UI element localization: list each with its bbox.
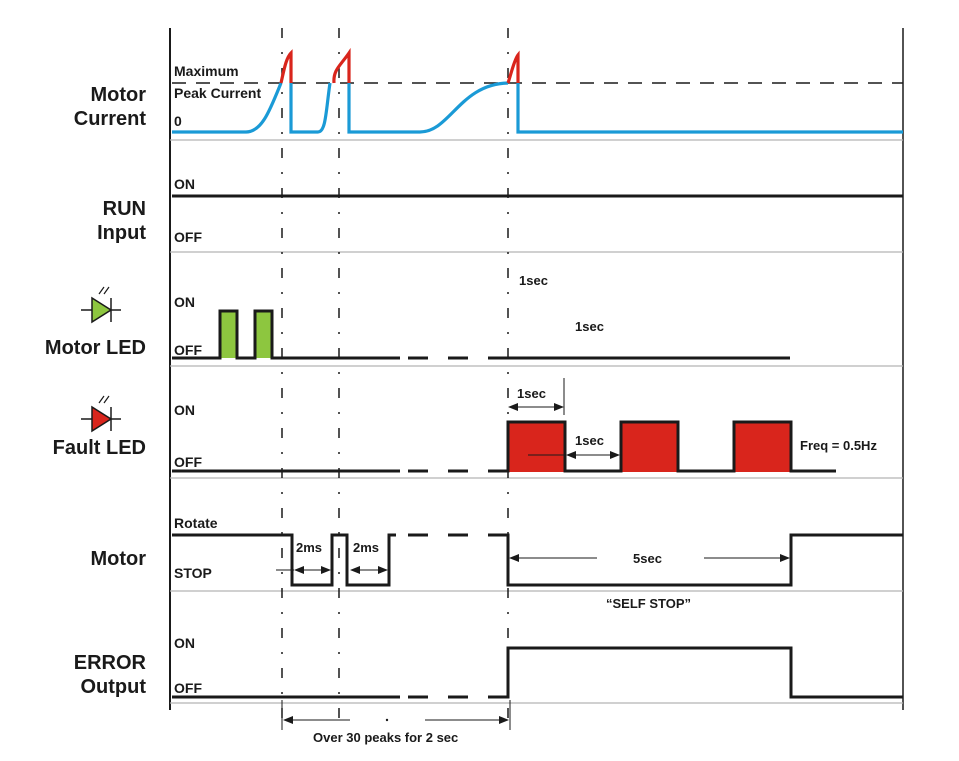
row-label-motor-led: Motor LED	[45, 337, 146, 359]
self-stop-time-label: 5sec	[633, 551, 662, 566]
event-markers	[281, 28, 509, 720]
state-label-motor-led-on: ON	[174, 294, 195, 310]
fault-off-time-label: 1sec	[575, 433, 604, 448]
detection-window-dot	[385, 718, 389, 722]
motor-led-1sec-label-b: 1sec	[575, 319, 604, 334]
state-label-stop: STOP	[174, 565, 212, 581]
row-label-motor-current-1: Motor	[90, 84, 146, 106]
motor-led-trace	[172, 309, 400, 360]
motor-led-pulse-2	[256, 311, 271, 358]
motor-trace-dashed	[408, 533, 903, 587]
row-dividers	[170, 139, 903, 704]
detection-window-label: Over 30 peaks for 2 sec	[313, 730, 458, 745]
row-label-run-input-2: Input	[97, 222, 146, 244]
motor-led-pulse-1	[221, 311, 236, 358]
row-label-error-output-2: Output	[80, 676, 146, 698]
self-stop-label: “SELF STOP”	[606, 596, 691, 611]
state-label-fault-led-off: OFF	[174, 454, 202, 470]
motor-led-icon	[81, 286, 121, 324]
state-label-maximum: Maximum	[174, 63, 239, 79]
state-label-rotate: Rotate	[174, 515, 218, 531]
row-label-motor-current-2: Current	[74, 108, 147, 130]
fault-led-icon	[81, 395, 121, 433]
row-label-run-input-1: RUN	[103, 198, 146, 220]
motor-current-trace	[172, 81, 903, 134]
row-label-fault-led: Fault LED	[53, 437, 146, 459]
state-label-run-on: ON	[174, 176, 195, 192]
row-label-error-output-1: ERROR	[74, 652, 147, 674]
fault-led-pulse-1	[509, 423, 564, 472]
state-label-peak-current: Peak Current	[174, 85, 261, 101]
motor-trace	[172, 533, 396, 587]
state-label-error-off: OFF	[174, 680, 202, 696]
state-label-error-on: ON	[174, 635, 195, 651]
motor-led-1sec-label-a: 1sec	[519, 273, 548, 288]
row-label-motor: Motor	[90, 548, 146, 570]
motor-current-overshoot	[279, 47, 520, 84]
state-label-fault-led-on: ON	[174, 402, 195, 418]
fault-led-pulse-2	[622, 423, 677, 472]
fault-led-pulse-3	[735, 423, 790, 472]
state-label-run-off: OFF	[174, 229, 202, 245]
fault-led-trace	[172, 420, 836, 473]
state-label-motor-led-off: OFF	[174, 342, 202, 358]
state-label-zero: 0	[174, 113, 182, 129]
fault-on-time-label: 1sec	[517, 386, 546, 401]
motor-stop2-label: 2ms	[353, 540, 379, 555]
motor-stop1-label: 2ms	[296, 540, 322, 555]
fault-freq-label: Freq = 0.5Hz	[800, 438, 877, 453]
error-output-trace	[172, 646, 903, 699]
